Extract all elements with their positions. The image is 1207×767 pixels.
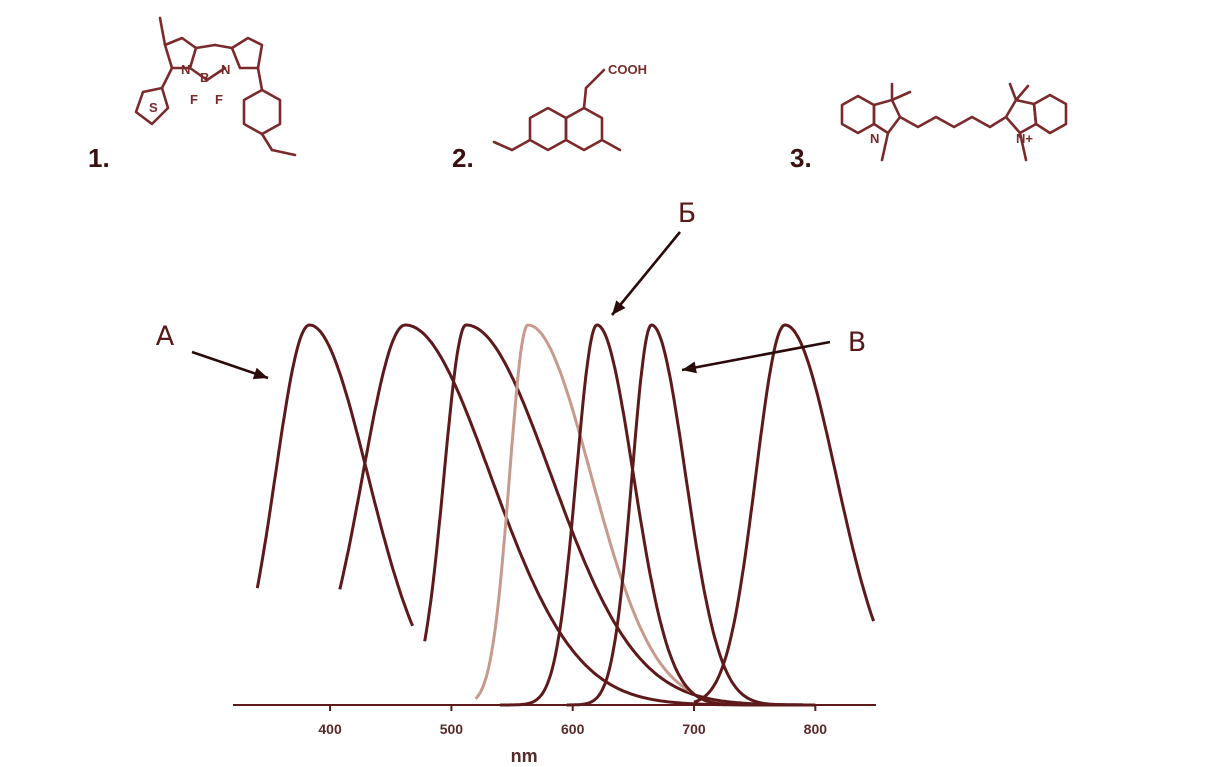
structure-1: 1. N B N F F S <box>88 16 297 173</box>
emission-chart: 400 500 600 700 800 nm A Б B <box>156 198 876 766</box>
x-tick-label: 600 <box>561 721 585 737</box>
structure-2: 2. COOH <box>452 62 647 173</box>
series-line-6 <box>566 323 816 707</box>
structure-2-label: 2. <box>452 143 474 173</box>
annotation-label-2: Б <box>678 198 697 229</box>
atom-b: B <box>200 70 209 85</box>
atom-f-1: F <box>190 92 198 107</box>
x-axis-ticks: 400 500 600 700 800 <box>318 705 827 737</box>
atom-f-2: F <box>215 92 223 107</box>
structure-3-label: 3. <box>790 143 812 173</box>
atom-s: S <box>149 100 158 115</box>
annotation-arrowhead-3 <box>682 361 697 374</box>
series-line-3 <box>423 323 804 707</box>
annotation-arrowhead-1 <box>252 367 268 380</box>
annotation-label-1: A <box>156 321 175 352</box>
series-line-1 <box>255 323 414 627</box>
atom-n-3-right: N+ <box>1016 131 1033 146</box>
series-line-4 <box>474 323 695 700</box>
atom-n-right: N <box>221 62 230 77</box>
structure-1-label: 1. <box>88 143 110 173</box>
x-tick-label: 800 <box>804 721 828 737</box>
annotation-arrow-3 <box>681 340 831 372</box>
structure-3: 3. N N+ <box>790 82 1068 173</box>
x-tick-label: 700 <box>682 721 706 737</box>
annotation-arrowhead-2 <box>612 300 626 315</box>
x-tick-label: 400 <box>318 721 342 737</box>
annotation-arrow-2 <box>610 231 682 316</box>
series-line-7 <box>693 323 876 704</box>
atom-n-left: N <box>181 62 190 77</box>
chart-annotations: A Б B <box>156 198 867 380</box>
x-tick-label: 500 <box>440 721 464 737</box>
annotation-label-3: B <box>848 327 867 358</box>
atom-n-3-left: N <box>870 131 879 146</box>
x-axis-label: nm <box>511 746 538 766</box>
atom-cooh: COOH <box>608 62 647 77</box>
series-line-5 <box>499 323 798 707</box>
chart-series-group <box>255 323 876 707</box>
